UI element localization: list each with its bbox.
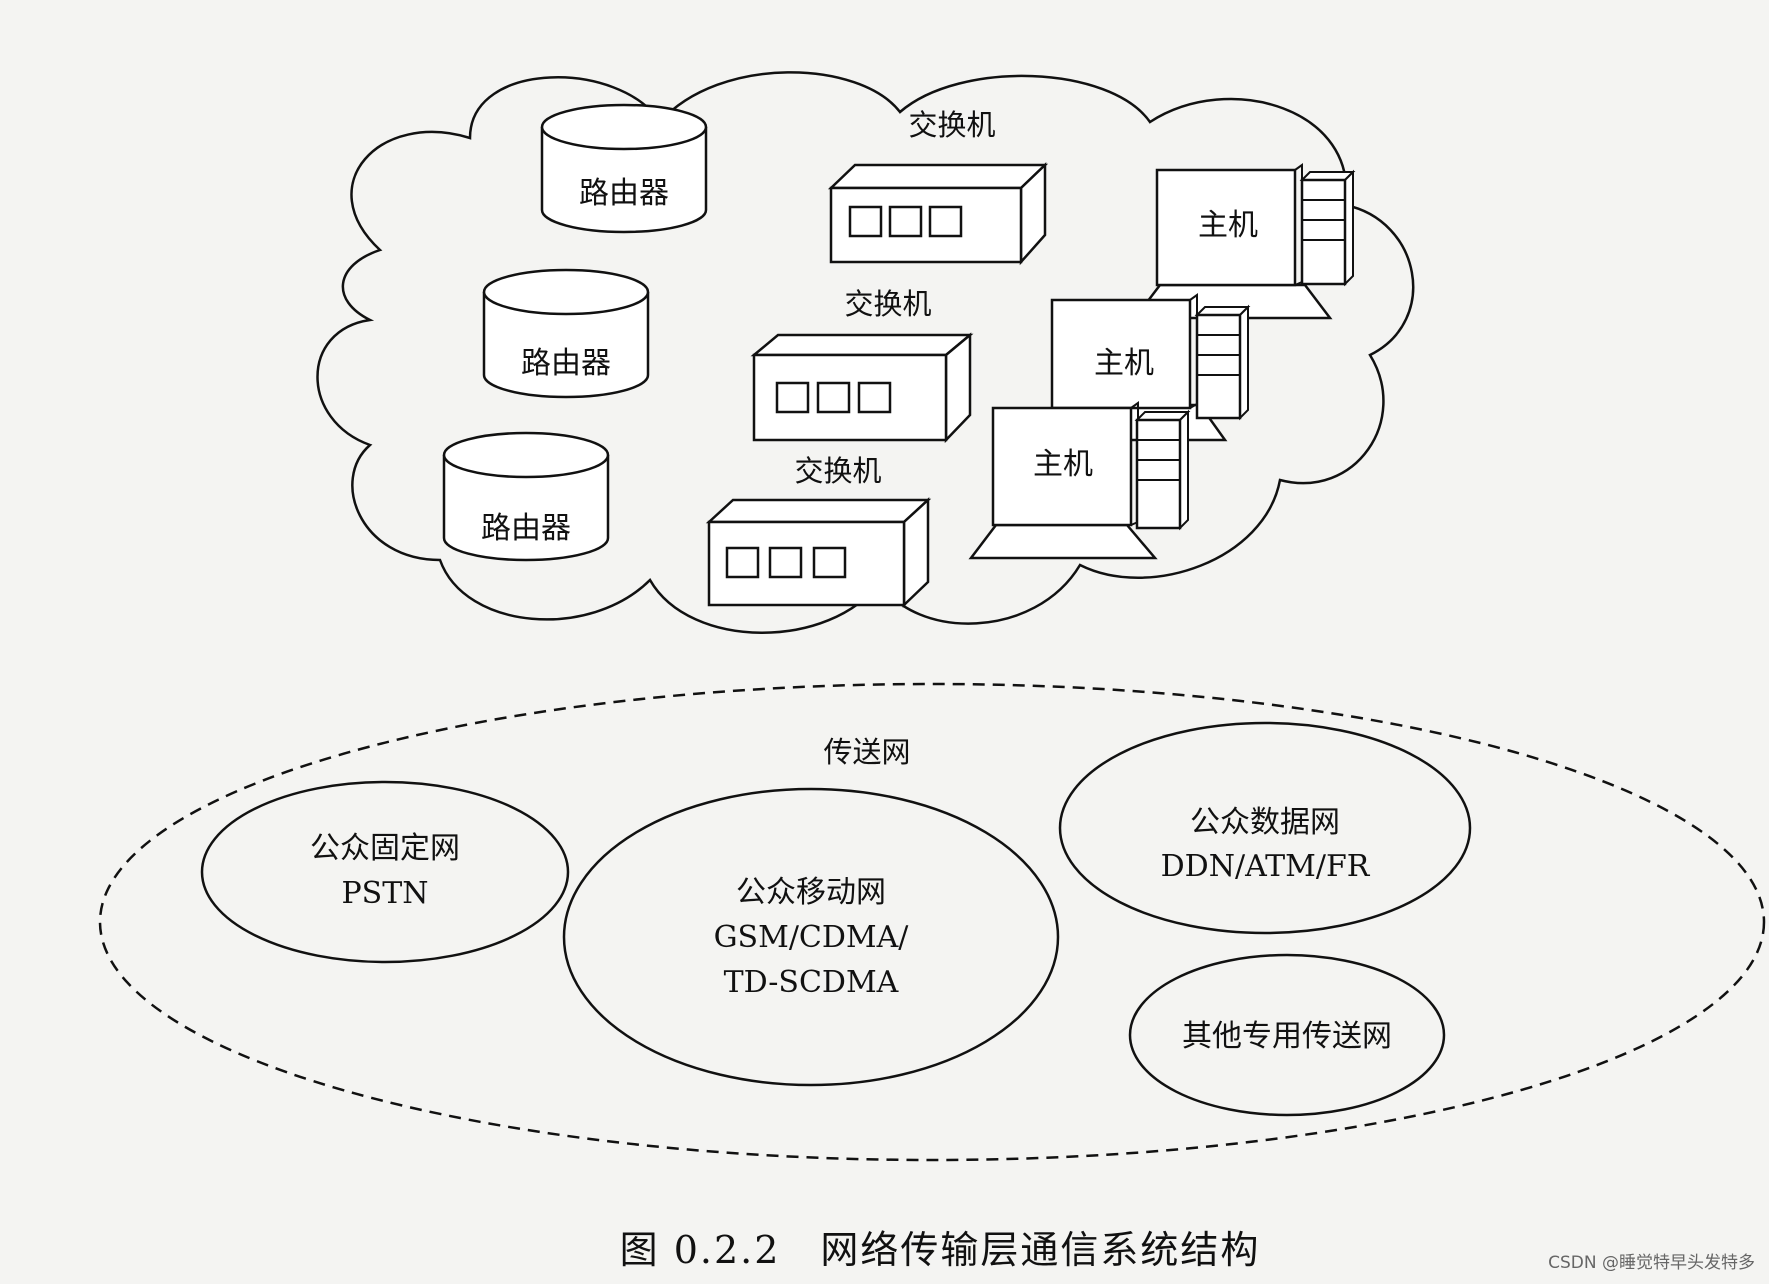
host-1-label: 主机: [1198, 208, 1258, 243]
switch-3: 交换机: [705, 454, 932, 608]
host-3: 主机: [968, 401, 1191, 560]
network-mobile-tech-line1: GSM/CDMA/: [714, 920, 910, 955]
network-data-tech: DDN/ATM/FR: [1161, 849, 1371, 884]
switch-3-label: 交换机: [794, 454, 881, 488]
host-1: 主机: [1132, 163, 1356, 320]
network-other: 其他专用传送网: [1128, 953, 1446, 1117]
transport-network-title: 传送网: [823, 735, 910, 769]
watermark: CSDN @睡觉特早头发特多: [1548, 1253, 1755, 1273]
switch-1: 交换机: [827, 108, 1049, 266]
transport-network-boundary: [98, 682, 1766, 1162]
router-1-label: 路由器: [579, 176, 669, 211]
figure-caption: 图 0.2.2 网络传输层通信系统结构: [620, 1228, 1261, 1272]
network-mobile-tech-line2: TD-SCDMA: [724, 965, 899, 1000]
switch-2-label: 交换机: [844, 287, 931, 321]
network-fixed-name: 公众固定网: [310, 831, 460, 866]
network-mobile-name: 公众移动网: [736, 875, 886, 910]
network-fixed-tech: PSTN: [342, 876, 429, 911]
switch-2: 交换机: [750, 287, 974, 444]
network-data-name: 公众数据网: [1190, 805, 1340, 840]
network-data: 公众数据网 DDN/ATM/FR: [1058, 721, 1472, 935]
router-1: 路由器: [540, 103, 708, 234]
network-fixed: 公众固定网 PSTN: [200, 780, 570, 964]
cloud-outline: [316, 71, 1415, 634]
host-2-label: 主机: [1094, 346, 1154, 381]
network-other-name: 其他专用传送网: [1182, 1019, 1392, 1054]
router-3-label: 路由器: [481, 511, 571, 546]
router-2-label: 路由器: [521, 346, 611, 381]
network-mobile: 公众移动网 GSM/CDMA/ TD-SCDMA: [562, 787, 1060, 1087]
switch-1-label: 交换机: [908, 108, 995, 142]
router-2: 路由器: [482, 268, 650, 399]
router-3: 路由器: [442, 431, 610, 562]
host-3-label: 主机: [1033, 447, 1093, 482]
